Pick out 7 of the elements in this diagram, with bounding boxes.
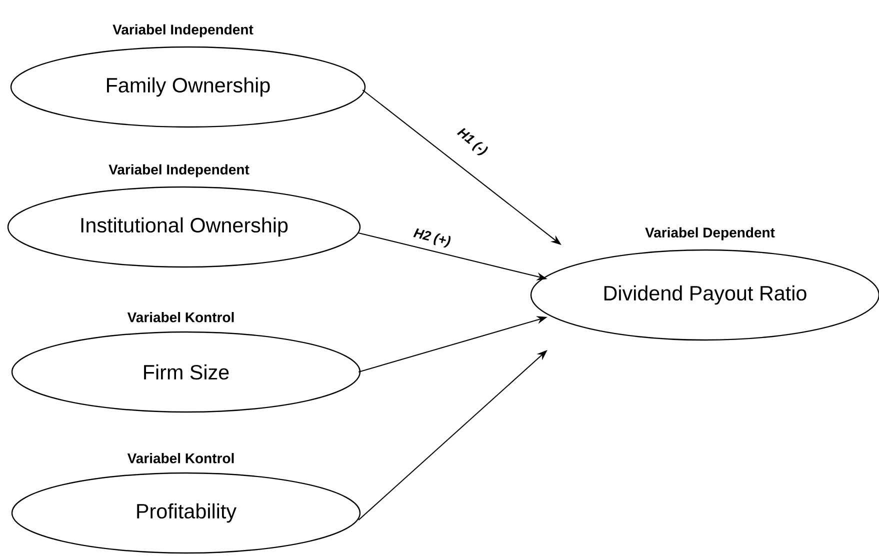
variable-heading: Variabel Independent [112, 24, 254, 38]
edge-label: H1 (-) [456, 128, 488, 156]
variable-heading: Variabel Dependent [645, 227, 775, 240]
variable-heading: Variabel Kontrol [127, 453, 234, 464]
variable-heading: Variabel Kontrol [127, 312, 234, 322]
variable-heading: Variabel Independent [108, 164, 250, 178]
edge-label: H2 (+) [413, 228, 450, 248]
